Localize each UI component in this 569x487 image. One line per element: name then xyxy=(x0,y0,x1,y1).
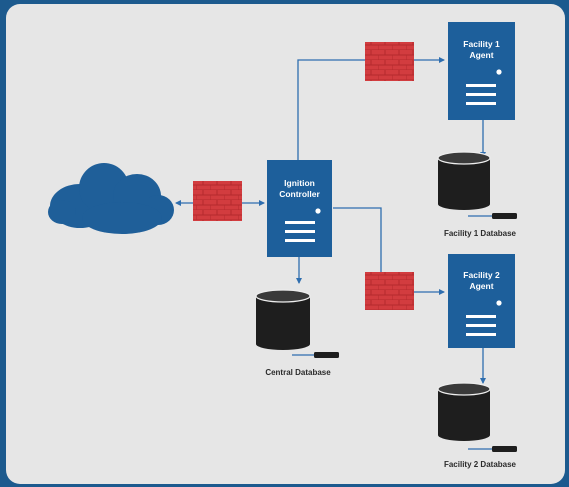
server-icon xyxy=(448,254,515,348)
facility2-database-label: Facility 2 Database xyxy=(444,460,517,469)
cloud-icon xyxy=(48,163,174,234)
controller-title-line2: Controller xyxy=(279,189,320,199)
facility1-agent-server: Facility 1 Agent xyxy=(448,22,515,120)
controller-title-line1: Ignition xyxy=(284,178,315,188)
ignition-controller-server: Ignition Controller xyxy=(267,160,332,257)
firewall-icon xyxy=(365,272,414,310)
facility2-database: Facility 2 Database xyxy=(437,382,517,469)
database-icon xyxy=(437,151,491,210)
facility1-database: Facility 1 Database xyxy=(437,151,517,238)
facility1-database-label: Facility 1 Database xyxy=(444,229,517,238)
firewall-facility2 xyxy=(365,272,414,310)
drive-key-icon xyxy=(292,352,339,358)
server-icon xyxy=(267,160,332,257)
drive-key-icon xyxy=(468,446,517,452)
drive-key-icon xyxy=(468,213,517,219)
server-icon xyxy=(448,22,515,120)
facility1-title-line2: Agent xyxy=(469,50,493,60)
central-database: Central Database xyxy=(255,289,339,377)
firewall-icon xyxy=(193,181,242,221)
facility1-title-line1: Facility 1 xyxy=(463,39,500,49)
facility2-title-line2: Agent xyxy=(469,281,493,291)
database-icon xyxy=(255,289,311,350)
facility2-title-line1: Facility 2 xyxy=(463,270,500,280)
central-database-label: Central Database xyxy=(265,368,331,377)
firewall-icon xyxy=(365,42,414,81)
firewall-facility1 xyxy=(365,42,414,81)
database-icon xyxy=(437,382,491,441)
firewall-cloud xyxy=(193,181,242,221)
internet-cloud xyxy=(48,163,174,234)
facility2-agent-server: Facility 2 Agent xyxy=(448,254,515,348)
